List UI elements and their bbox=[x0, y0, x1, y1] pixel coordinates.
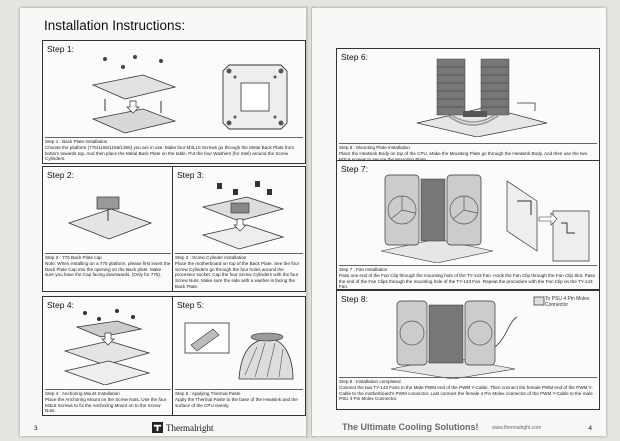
psu-connector-callout: To PSU 4 Pin Molex Connector bbox=[545, 296, 590, 308]
step-8-panel: Step 8: To PSU 4 Pin Molex Connector Ste… bbox=[336, 290, 600, 410]
step-8-caption-title: Step 8 : Installation completed bbox=[339, 379, 401, 384]
step-5-caption: Step 5 : Applying Thermal Paste Apply th… bbox=[175, 389, 303, 408]
step-4-caption-title: Step 4 : Anchoring Mount Installation bbox=[45, 391, 120, 396]
step-6-caption-text: Place the Heatsink Body on top of the CP… bbox=[339, 150, 588, 162]
step-3-label: Step 3: bbox=[177, 170, 204, 180]
step-8-caption: Step 8 : Installation completed Connect … bbox=[339, 377, 597, 402]
step-6-panel: Step 6: Step 6 : Mounting Plate Installa… bbox=[336, 48, 600, 162]
step-3-caption-title: Step 3 : Screw Cylinder Installation bbox=[175, 255, 247, 260]
step-7-caption-title: Step 7 : Fan Installation bbox=[339, 267, 388, 272]
right-page: Step 6: Step 6 : Mounting Plate Installa… bbox=[312, 8, 606, 436]
step-4-label: Step 4: bbox=[47, 300, 74, 310]
heatsink-mounting-illustration bbox=[416, 58, 548, 137]
page-title: Installation Instructions: bbox=[44, 18, 186, 33]
fan-clip-detail-illustration bbox=[506, 180, 590, 262]
step-8-caption-text: Connect the two TY-143 Fans to the Male … bbox=[339, 384, 593, 402]
step-3-caption: Step 3 : Screw Cylinder Installation Pla… bbox=[175, 253, 303, 290]
step-4-caption-text: Place the Anchoring Mount on the Screw N… bbox=[45, 396, 167, 414]
step-3-panel: Step 3: Step 3 : Screw Cylinder Installa… bbox=[172, 166, 306, 292]
back-plate-illustration bbox=[91, 55, 177, 134]
step-5-caption-text: Apply the Thermal Paste to the base of t… bbox=[175, 396, 298, 408]
thermalright-logo-icon bbox=[152, 422, 163, 433]
step-7-label: Step 7: bbox=[341, 164, 368, 174]
back-plate-cap-illustration bbox=[67, 196, 153, 240]
step-7-panel: Step 7: Step 7 : Fan Installation Pass o… bbox=[336, 160, 600, 290]
step-5-label: Step 5: bbox=[177, 300, 204, 310]
thermal-paste-illustration bbox=[184, 322, 294, 380]
brand-logo: Thermalright bbox=[152, 422, 213, 433]
step-1-caption-text: Choose the platform (775/1155/1156/1366)… bbox=[45, 144, 295, 162]
step-2-caption: Step 2 : 775 Back Plate cap Note: When i… bbox=[45, 253, 171, 278]
step-2-label: Step 2: bbox=[47, 170, 74, 180]
tagline: The Ultimate Cooling Solutions! bbox=[342, 422, 479, 432]
brand-name: Thermalright bbox=[166, 422, 214, 433]
step-5-panel: Step 5: Step 5 : Applying Thermal Paste … bbox=[172, 296, 306, 416]
website-url: www.thermalright.com bbox=[492, 425, 542, 431]
step-8-label: Step 8: bbox=[341, 294, 368, 304]
step-5-caption-title: Step 5 : Applying Thermal Paste bbox=[175, 391, 241, 396]
step-6-caption: Step 6 : Mounting Plate Installation Pla… bbox=[339, 143, 597, 162]
step-2-panel: Step 2: Step 2 : 775 Back Plate cap Note… bbox=[42, 166, 174, 292]
screw-cylinder-illustration bbox=[201, 181, 285, 250]
step-1-panel: Step 1: Step 1 : Back Plate Installation… bbox=[42, 40, 306, 164]
step-2-caption-title: Step 2 : 775 Back Plate cap bbox=[45, 255, 102, 260]
platform-plate-diagram bbox=[222, 64, 288, 130]
fan-installation-illustration bbox=[380, 174, 494, 263]
book-spine bbox=[306, 6, 314, 438]
step-6-caption-title: Step 6 : Mounting Plate Installation bbox=[339, 145, 410, 150]
step-7-caption-text: Pass one end of the Fan Clip through the… bbox=[339, 272, 595, 290]
molex-connector-icon bbox=[533, 296, 545, 306]
step-1-caption-title: Step 1 : Back Plate Installation bbox=[45, 139, 108, 144]
completed-installation-illustration bbox=[390, 300, 518, 379]
step-1-caption: Step 1 : Back Plate Installation Choose … bbox=[45, 137, 303, 162]
page-number-right: 4 bbox=[588, 425, 592, 432]
step-7-caption: Step 7 : Fan Installation Pass one end o… bbox=[339, 265, 597, 290]
step-4-panel: Step 4: Step 4 : Anchoring Mount Install… bbox=[42, 296, 174, 416]
anchoring-mount-illustration bbox=[63, 309, 151, 385]
step-6-label: Step 6: bbox=[341, 52, 368, 62]
step-4-caption: Step 4 : Anchoring Mount Installation Pl… bbox=[45, 389, 171, 414]
left-page: Installation Instructions: Step 1: Step … bbox=[20, 8, 308, 436]
page-number-left: 3 bbox=[34, 425, 38, 432]
step-3-caption-text: Place the motherboard on top of the Back… bbox=[175, 260, 300, 289]
step-2-caption-text: Note: When installing on a 775 platform,… bbox=[45, 260, 171, 278]
step-1-label: Step 1: bbox=[47, 44, 74, 54]
